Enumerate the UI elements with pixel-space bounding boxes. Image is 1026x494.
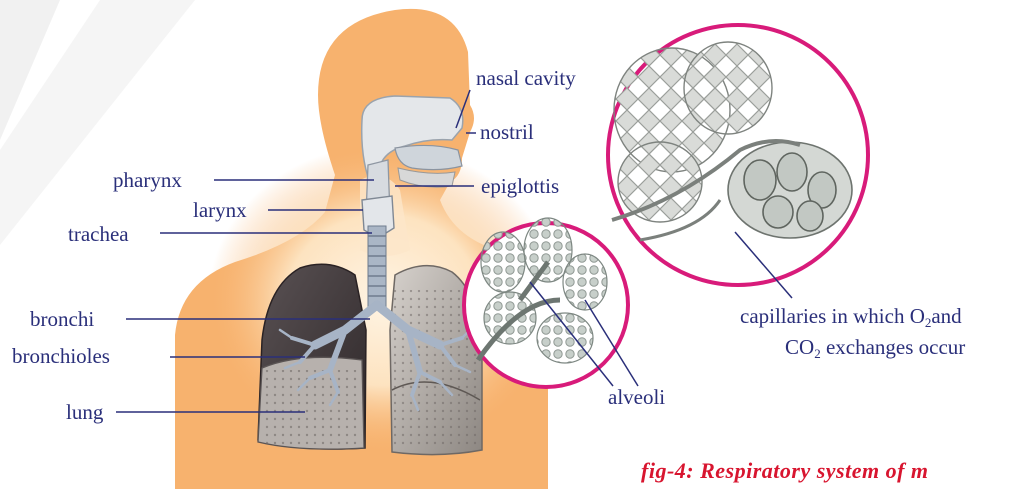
co2-text-a: CO [785, 335, 814, 359]
label-bronchioles: bronchioles [12, 346, 110, 367]
capillaries-text-b: and [931, 304, 961, 328]
figure-caption: fig-4: Respiratory system of m [641, 458, 929, 484]
label-capillaries-line2: CO2 exchanges occur [785, 337, 965, 358]
label-alveoli: alveoli [608, 387, 665, 408]
co2-text-b: exchanges occur [821, 335, 966, 359]
label-larynx: larynx [193, 200, 247, 221]
watermark [0, 0, 195, 245]
label-nasal-cavity: nasal cavity [476, 68, 576, 89]
left-lung-texture [262, 370, 362, 446]
label-lung: lung [66, 402, 103, 423]
label-trachea: trachea [68, 224, 129, 245]
label-bronchi: bronchi [30, 309, 94, 330]
capillaries-text-a: capillaries in which O [740, 304, 925, 328]
label-nostril: nostril [480, 122, 534, 143]
label-capillaries-line1: capillaries in which O2and [740, 306, 962, 327]
label-pharynx: pharynx [113, 170, 182, 191]
label-epiglottis: epiglottis [481, 176, 559, 197]
